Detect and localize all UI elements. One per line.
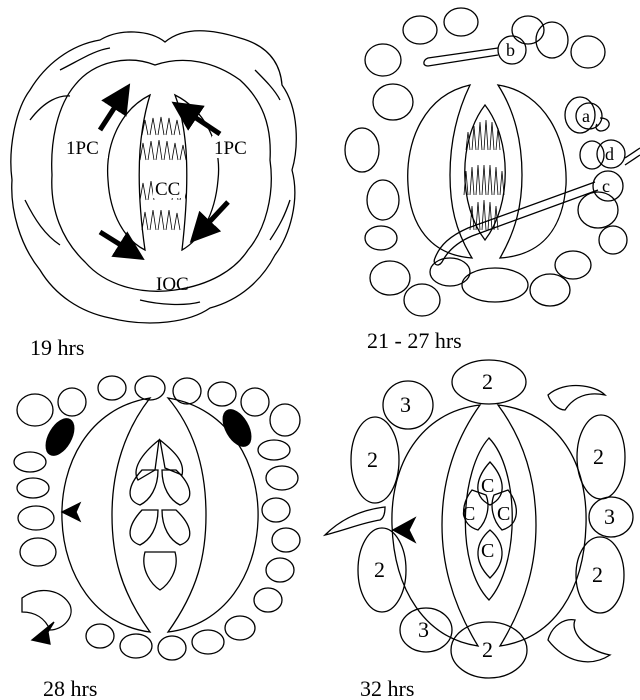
guard-cell-left bbox=[108, 95, 150, 250]
label-c: c bbox=[602, 176, 610, 196]
num-bottom-left: 3 bbox=[418, 617, 429, 642]
subsidiary-cells bbox=[345, 8, 627, 316]
arrow-lower-right bbox=[200, 202, 228, 232]
label-a: a bbox=[582, 106, 590, 126]
panel-32hrs bbox=[325, 360, 633, 678]
dark-cell-right bbox=[217, 405, 256, 451]
label-d: d bbox=[605, 144, 614, 164]
num-top: 2 bbox=[482, 369, 493, 394]
hypha-a bbox=[596, 118, 609, 131]
petal-fold-1 bbox=[25, 48, 290, 304]
caption-19hrs: 19 hrs bbox=[30, 335, 84, 360]
label-cc: CC bbox=[155, 179, 180, 200]
central-cells-28hrs bbox=[130, 440, 190, 590]
c-left: C bbox=[462, 503, 475, 525]
label-1pc-left: 1PC bbox=[66, 138, 99, 159]
hypha-c bbox=[434, 182, 598, 265]
num-lower-left: 2 bbox=[374, 557, 385, 582]
hypha-b bbox=[424, 48, 498, 66]
arrowhead-upper bbox=[62, 503, 80, 521]
label-1pc-right: 1PC bbox=[214, 138, 247, 159]
arrowhead-lower bbox=[32, 622, 54, 644]
num-bottom: 2 bbox=[482, 637, 493, 662]
num-right-3: 3 bbox=[604, 504, 615, 529]
guard-cell-left bbox=[408, 85, 472, 258]
num-right: 2 bbox=[593, 444, 604, 469]
caption-21-27hrs: 21 - 27 hrs bbox=[367, 328, 462, 353]
arrowhead-32hrs bbox=[393, 518, 415, 542]
outer-petal-layer bbox=[11, 31, 296, 323]
panel-28hrs bbox=[14, 376, 300, 660]
c-top: C bbox=[481, 475, 494, 497]
inner-petal-layer bbox=[52, 60, 272, 291]
caption-32hrs: 32 hrs bbox=[360, 676, 414, 700]
panel-19hrs bbox=[11, 31, 296, 323]
c-bottom: C bbox=[481, 540, 494, 562]
crescent-left bbox=[325, 507, 385, 535]
dark-cell-left bbox=[40, 414, 79, 460]
label-b: b bbox=[506, 40, 515, 60]
num-left: 2 bbox=[367, 447, 378, 472]
crescent-upper-right bbox=[548, 386, 605, 410]
panel-21-27hrs bbox=[345, 8, 640, 316]
caption-28hrs: 28 hrs bbox=[43, 676, 97, 700]
hypha-d bbox=[625, 148, 640, 165]
num-upper-left: 3 bbox=[400, 392, 411, 417]
guard-cell-right bbox=[498, 85, 566, 258]
crescent-lower-right bbox=[548, 620, 610, 662]
arrow-upper-right bbox=[184, 110, 220, 134]
label-ioc: IOC bbox=[156, 274, 189, 295]
num-lower-right: 2 bbox=[592, 562, 603, 587]
c-right: C bbox=[497, 503, 510, 525]
cc-hatching bbox=[140, 117, 186, 230]
